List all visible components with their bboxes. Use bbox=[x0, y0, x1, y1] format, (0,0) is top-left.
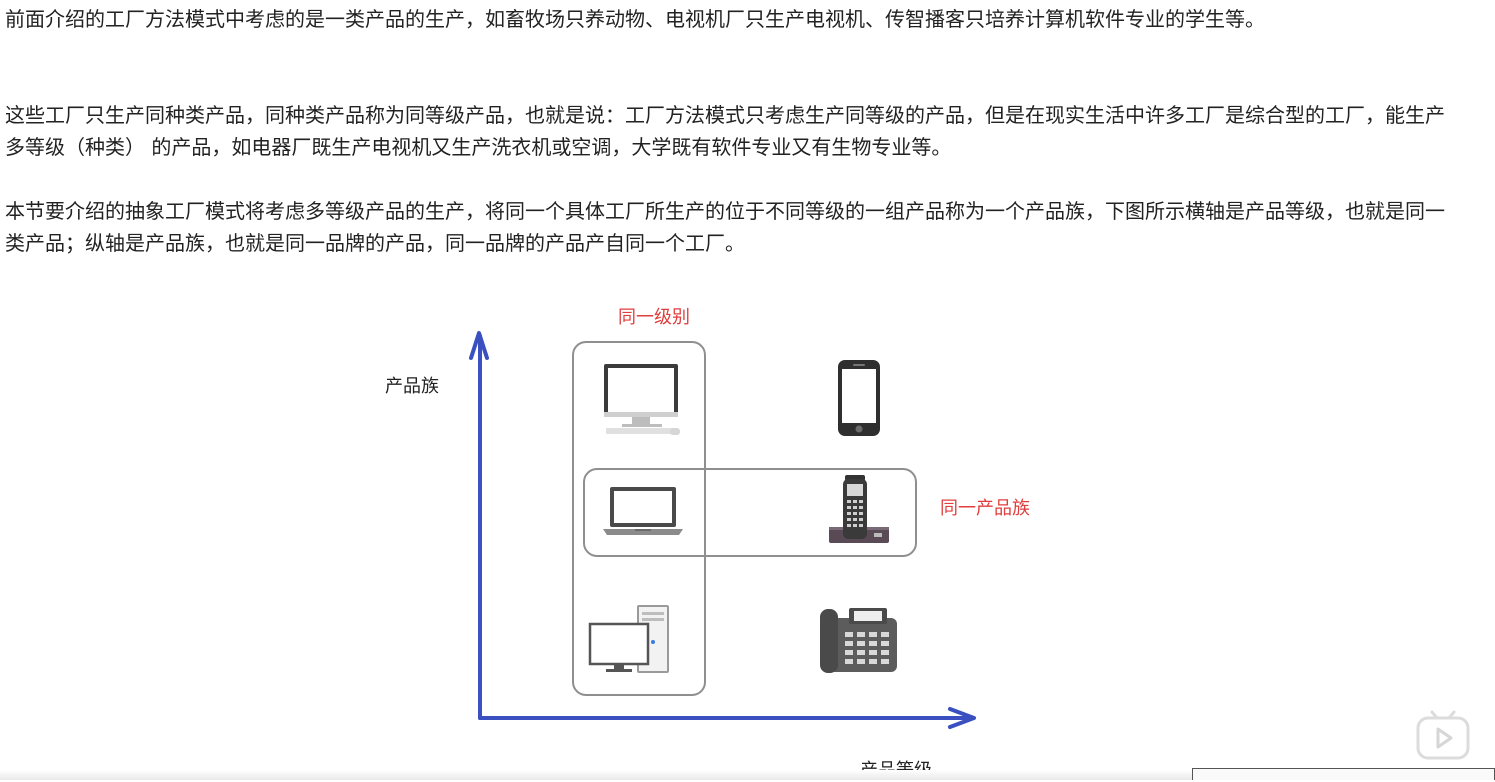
same-level-label: 同一级别 bbox=[618, 307, 690, 328]
bottom-edge-shadow bbox=[0, 770, 1495, 780]
abstract-factory-paragraph: 本节要介绍的抽象工厂模式将考虑多等级产品的生产，将同一个具体工厂所生产的位于不同… bbox=[5, 199, 1445, 255]
factory-paragraph: 这些工厂只生产同种类产品，同种类产品称为同等级产品，也就是说：工厂方法模式只考虑… bbox=[5, 103, 1445, 159]
same-level-box bbox=[572, 341, 706, 696]
cordless-phone-icon bbox=[829, 475, 889, 543]
y-axis-arrow bbox=[469, 331, 489, 360]
monitor-icon bbox=[604, 364, 680, 435]
intro-paragraph: 前面介绍的工厂方法模式中考虑的是一类产品的生产，如畜牧场只养动物、电视机厂只生产… bbox=[5, 7, 1265, 31]
floating-mini-window[interactable] bbox=[1192, 768, 1495, 780]
same-family-box bbox=[583, 468, 917, 557]
x-axis-arrow bbox=[948, 707, 976, 729]
same-family-label: 同一产品族 bbox=[940, 498, 1030, 519]
smartphone-icon bbox=[838, 360, 880, 436]
desktop-pc-icon bbox=[588, 605, 669, 673]
laptop-icon bbox=[603, 487, 683, 535]
desk-phone-icon bbox=[820, 608, 897, 673]
video-play-icon[interactable] bbox=[1414, 704, 1472, 762]
y-axis-label: 产品族 bbox=[385, 376, 439, 397]
